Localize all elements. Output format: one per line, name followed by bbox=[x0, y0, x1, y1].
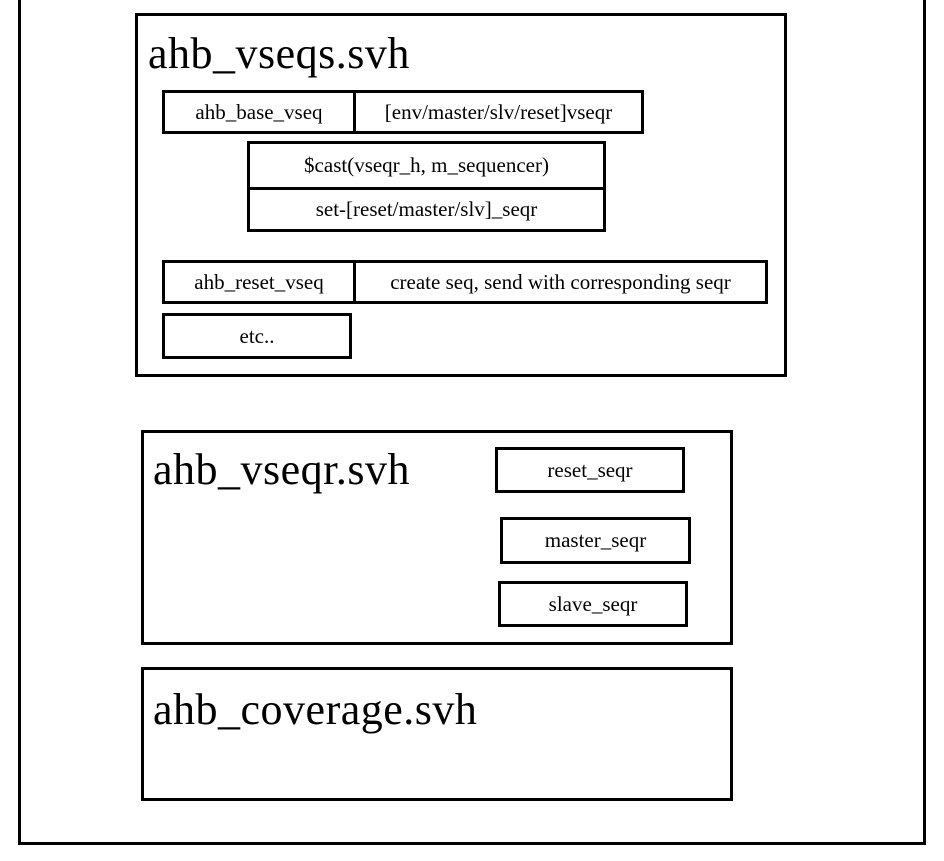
etc-label: etc.. bbox=[239, 323, 275, 348]
vseqr-file-box: ahb_vseqr.svh reset_seqr master_seqr sla… bbox=[141, 430, 733, 645]
base-vseq-description-label: [env/master/slv/reset]vseqr bbox=[353, 93, 641, 131]
vseqs-file-title: ahb_vseqs.svh bbox=[148, 29, 410, 78]
etc-box: etc.. bbox=[162, 313, 352, 359]
reset-vseq-class-label: ahb_reset_vseq bbox=[194, 269, 324, 294]
slave-seqr-box: slave_seqr bbox=[498, 581, 688, 627]
coverage-file-title: ahb_coverage.svh bbox=[153, 685, 478, 734]
cast-statement-label: $cast(vseqr_h, m_sequencer) bbox=[250, 144, 603, 190]
base-vseq-class-label: ahb_base_vseq bbox=[195, 99, 323, 124]
master-seqr-box: master_seqr bbox=[500, 517, 691, 564]
reset-vseq-row: ahb_reset_vseq create seq, send with cor… bbox=[162, 260, 768, 304]
coverage-file-box: ahb_coverage.svh bbox=[141, 667, 733, 801]
reset-vseq-description-label: create seq, send with corresponding seqr bbox=[353, 263, 765, 301]
cast-set-box: $cast(vseqr_h, m_sequencer) set-[reset/m… bbox=[247, 141, 606, 232]
reset-seqr-label: reset_seqr bbox=[547, 457, 633, 482]
base-vseq-row: ahb_base_vseq [env/master/slv/reset]vseq… bbox=[162, 90, 644, 134]
vseqs-file-box: ahb_vseqs.svh ahb_base_vseq [env/master/… bbox=[135, 13, 787, 377]
vseqr-file-title: ahb_vseqr.svh bbox=[153, 445, 411, 494]
master-seqr-label: master_seqr bbox=[544, 528, 647, 552]
set-seqr-statement-label: set-[reset/master/slv]_seqr bbox=[315, 197, 538, 221]
reset-seqr-box: reset_seqr bbox=[495, 447, 685, 493]
slave-seqr-label: slave_seqr bbox=[548, 591, 638, 616]
